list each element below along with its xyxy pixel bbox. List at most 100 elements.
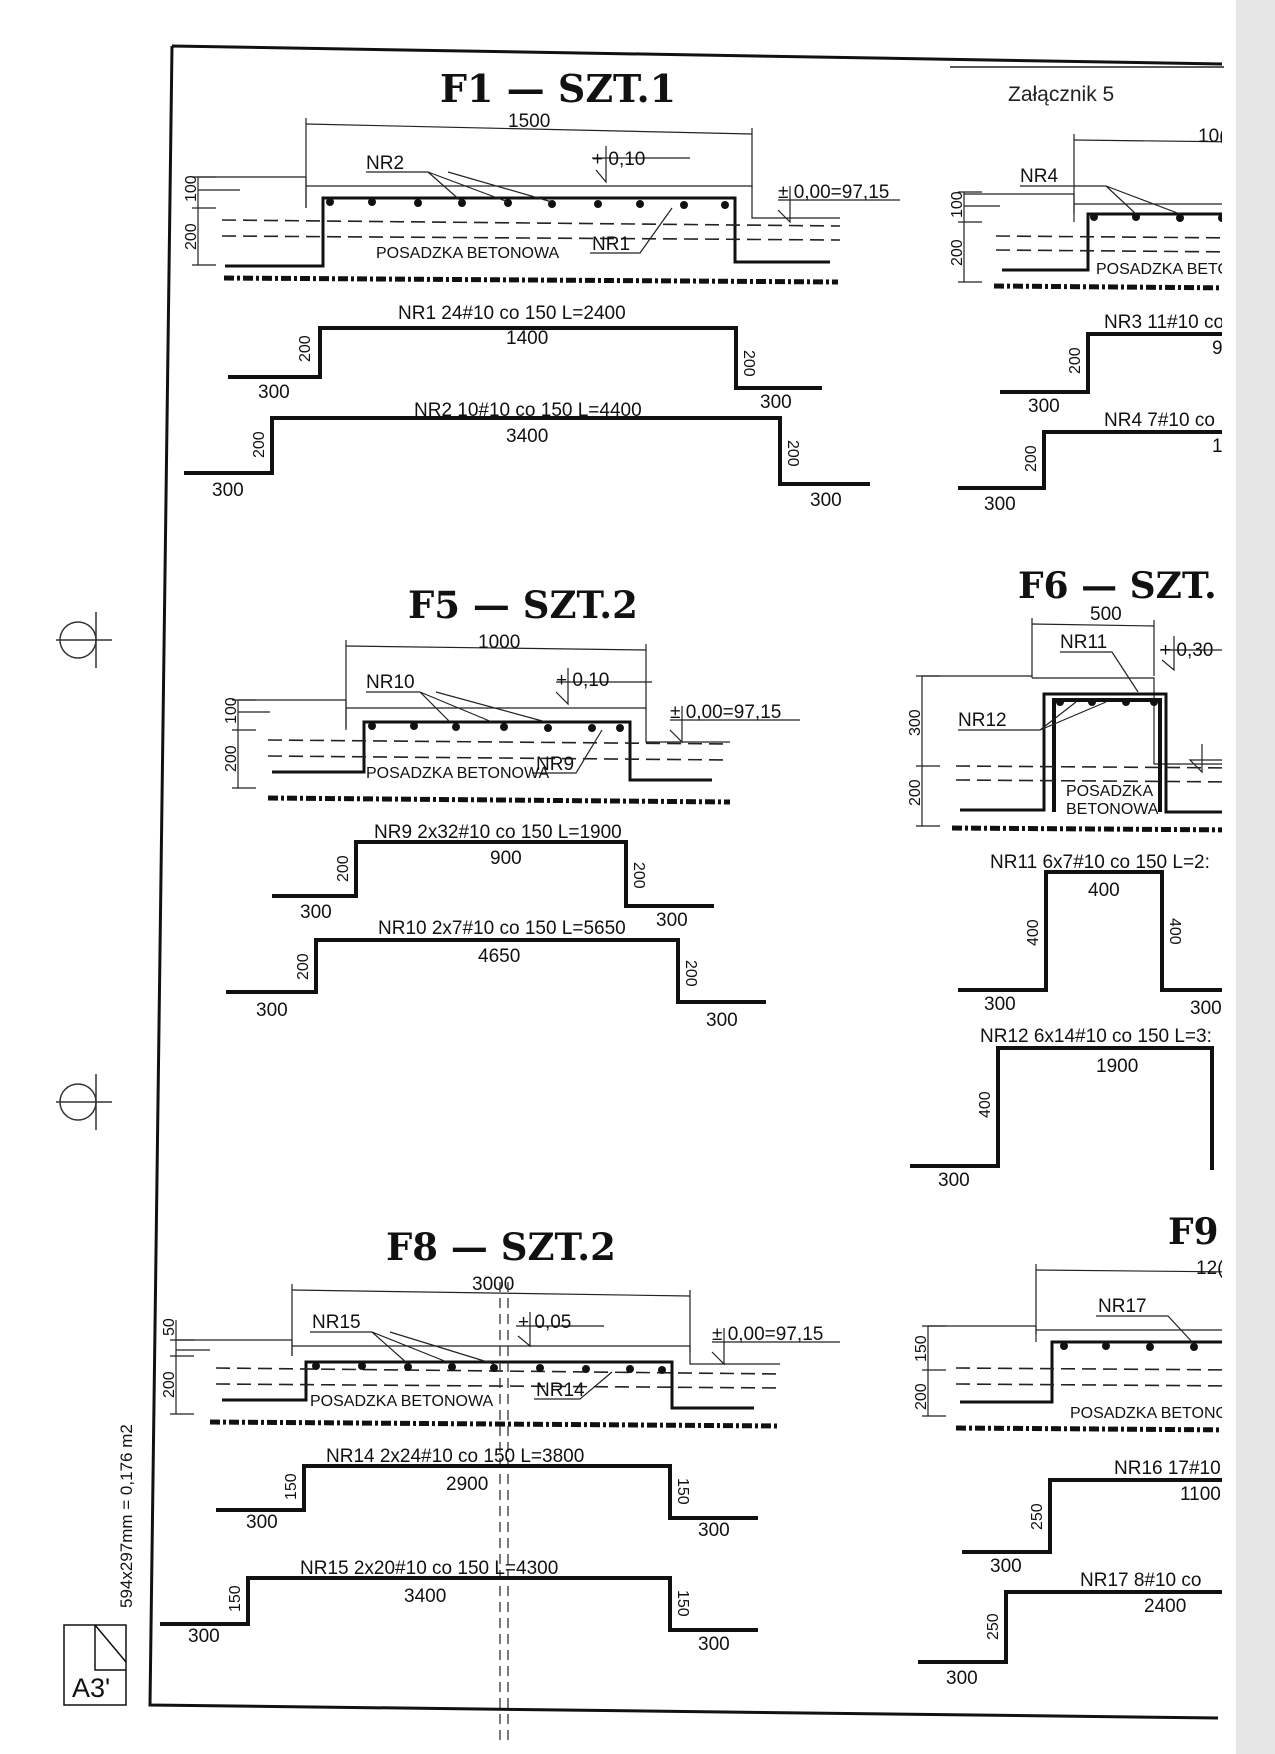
depth-label: 200: [907, 779, 924, 806]
rebar-spec: NR15 2x20#10 co 150 L=4300: [300, 1558, 558, 1579]
rebar-label-top: NR15: [312, 1312, 361, 1333]
floor-label: POSADZKA BETONOWA: [310, 1393, 493, 1410]
rebar-end-length: 300: [300, 902, 332, 923]
binder-hole-icon: [56, 1074, 112, 1130]
depth-label: 100: [223, 697, 240, 724]
rebar-side-length: 150: [283, 1473, 300, 1500]
rebar-spec: NR16 17#10: [1114, 1458, 1221, 1479]
depth-label: 200: [949, 239, 966, 266]
rebar-end-length: 300: [760, 392, 792, 413]
span-dimension: 12(: [1196, 1258, 1224, 1279]
floor-label-line-2: BETONOWA: [1066, 801, 1159, 818]
rebar-mid-length: 1900: [1096, 1056, 1138, 1077]
depth-label: 300: [907, 709, 924, 736]
rebar-spec: NR11 6x7#10 co 150 L=2:: [990, 852, 1210, 873]
rebar-side-length: 200: [335, 855, 352, 882]
rebar-mid-length: 400: [1088, 880, 1120, 901]
rebar-side-length: 200: [682, 960, 699, 987]
footing-f2-partial: 10( 100 200 NR4 POSADZKA BETON NR3 11#10…: [949, 126, 1242, 515]
rebar-side-length: 200: [1023, 445, 1040, 472]
rebar-label-bottom: NR9: [536, 754, 574, 775]
rebar-end-length: 300: [1028, 396, 1060, 417]
footing-title: F8 — SZT.2: [386, 1225, 616, 1269]
footing-f5: F5 — SZT.2 1000 100 200 NR10 + 0,10 ± 0,…: [223, 583, 800, 1031]
span-dimension: 1000: [478, 632, 520, 653]
floor-label: POSADZKA BETONOWA: [366, 765, 549, 782]
depth-label: 200: [913, 1383, 930, 1410]
depth-label: 200: [223, 745, 240, 772]
reference-level: ± 0,00=97,15: [670, 702, 781, 723]
depth-label: 100: [949, 191, 966, 218]
span-dimension: 500: [1090, 604, 1122, 625]
top-level: + 0,10: [592, 149, 645, 170]
top-level: + 0,05: [518, 1312, 571, 1333]
sheet-size-note: 594x297mm = 0,176 m2: [117, 1424, 136, 1608]
footing-f1: F1 — SZT.1 1500 100 200 NR2 + 0,10 ± 0,0…: [183, 66, 900, 511]
rebar-spec: NR4 7#10 co: [1104, 410, 1215, 431]
rebar-mid-length: 1(: [1212, 436, 1230, 457]
rebar-mid-length: 2400: [1144, 1596, 1186, 1617]
rebar-spec: NR12 6x14#10 co 150 L=3:: [980, 1026, 1212, 1047]
rebar-end-length: 300: [246, 1512, 278, 1533]
rebar-end-length: 300: [258, 382, 290, 403]
rebar-end-length: 300: [656, 910, 688, 931]
rebar-side-length: 200: [251, 431, 268, 458]
top-level: + 0,30: [1160, 640, 1213, 661]
rebar-end-length: 300: [984, 994, 1016, 1015]
rebar-spec: NR9 2x32#10 co 150 L=1900: [374, 822, 622, 843]
depth-label: 50: [161, 1318, 178, 1336]
span-dimension: 3000: [472, 1274, 514, 1295]
rebar-side-length: 200: [784, 440, 801, 467]
rebar-end-length: 300: [698, 1520, 730, 1541]
reference-level: ± 0,00=97,15: [712, 1324, 823, 1345]
rebar-side-length: 400: [1166, 918, 1183, 945]
attachment-label: Załącznik 5: [1008, 83, 1114, 106]
rebar-label-top: NR4: [1020, 166, 1058, 187]
rebar-mid-length: 3400: [506, 426, 548, 447]
rebar-label-top: NR10: [366, 672, 415, 693]
rebar-spec: NR17 8#10 co: [1080, 1570, 1201, 1591]
rebar-side-length: 250: [985, 1613, 1002, 1640]
span-dimension: 1500: [508, 111, 550, 132]
depth-label: 200: [161, 1371, 178, 1398]
rebar-mid-length: 1400: [506, 328, 548, 349]
rebar-mid-length: 1100: [1180, 1484, 1221, 1505]
rebar-mid-length: 2900: [446, 1474, 488, 1495]
span-dimension: 10(: [1198, 126, 1226, 147]
rebar-end-length: 300: [698, 1634, 730, 1655]
rebar-label-top: NR17: [1098, 1296, 1147, 1317]
footing-title: F9: [1168, 1211, 1219, 1253]
rebar-mid-length: 3400: [404, 1586, 446, 1607]
depth-label: 200: [183, 223, 200, 250]
rebar-spec: NR10 2x7#10 co 150 L=5650: [378, 918, 626, 939]
depth-label: 100: [183, 175, 200, 202]
rebar-end-length: 300: [938, 1170, 970, 1191]
floor-label: POSADZKA BETONOW: [1070, 1405, 1244, 1422]
footing-title: F6 — SZT.: [1018, 565, 1217, 607]
floor-label: POSADZKA BETON: [1096, 261, 1242, 278]
rebar-end-length: 300: [188, 1626, 220, 1647]
rebar-end-length: 300: [212, 480, 244, 501]
rebar-spec: NR3 11#10 co: [1104, 312, 1224, 333]
rebar-label-top: NR11: [1060, 632, 1107, 653]
rebar-spec: NR1 24#10 co 150 L=2400: [398, 303, 626, 324]
rebar-side-length: 200: [297, 335, 314, 362]
sheet-format: A3': [72, 1673, 110, 1703]
rebar-spec: NR14 2x24#10 co 150 L=3800: [326, 1446, 584, 1467]
rebar-side-length: 150: [227, 1585, 244, 1612]
floor-label: POSADZKA BETONOWA: [376, 245, 559, 262]
footing-f9-partial: F9 12( 150 200 NR17 POSADZKA BETONOW NR1…: [913, 1211, 1244, 1689]
footing-f6-partial: F6 — SZT. 500 300 200 NR11 + 0,30 NR12 P…: [907, 565, 1222, 1191]
rebar-side-length: 150: [674, 1478, 691, 1505]
rebar-side-length: 400: [1025, 919, 1042, 946]
depth-label: 150: [913, 1335, 930, 1362]
rebar-side-length: 150: [674, 1590, 691, 1617]
rebar-label-side: NR12: [958, 710, 1007, 731]
rebar-end-length: 300: [1190, 998, 1222, 1019]
rebar-end-length: 300: [990, 1556, 1022, 1577]
rebar-side-length: 200: [295, 953, 312, 980]
footing-title: F5 — SZT.2: [408, 583, 638, 627]
rebar-label-bottom: NR1: [592, 234, 630, 255]
top-level: + 0,10: [556, 670, 609, 691]
